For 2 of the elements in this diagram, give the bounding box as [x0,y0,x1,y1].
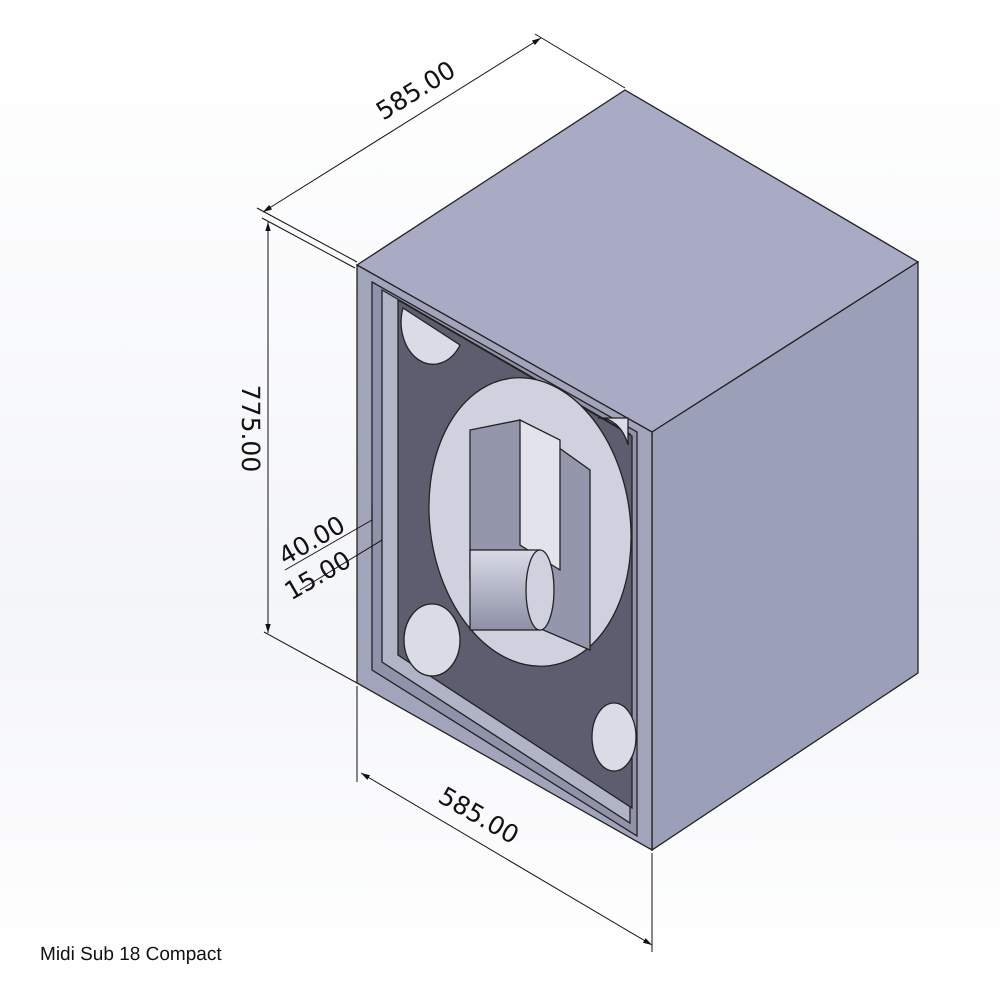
caption: Midi Sub 18 Compact [40,944,222,966]
dimension-label: 775.00 [238,384,263,472]
